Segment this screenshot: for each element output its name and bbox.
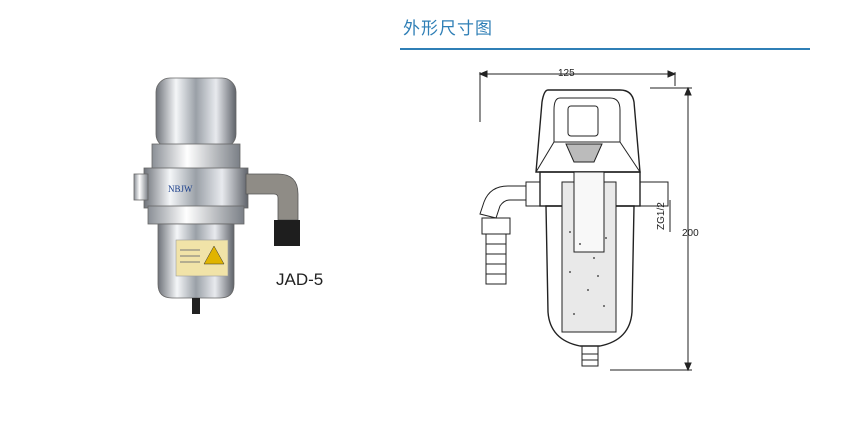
width-dimension-label: 125 <box>558 68 575 79</box>
brand-label: NBJW <box>168 184 193 194</box>
port-size-label: ZG1/2 <box>656 202 667 230</box>
section-title: 外形尺寸图 <box>403 19 493 39</box>
title-divider <box>400 48 810 50</box>
dimension-drawing: 125 200 ZG1/2 <box>478 68 699 372</box>
product-photo: NBJW <box>133 77 300 314</box>
height-dimension-label: 200 <box>682 228 699 239</box>
model-label: JAD-5 <box>276 270 324 289</box>
